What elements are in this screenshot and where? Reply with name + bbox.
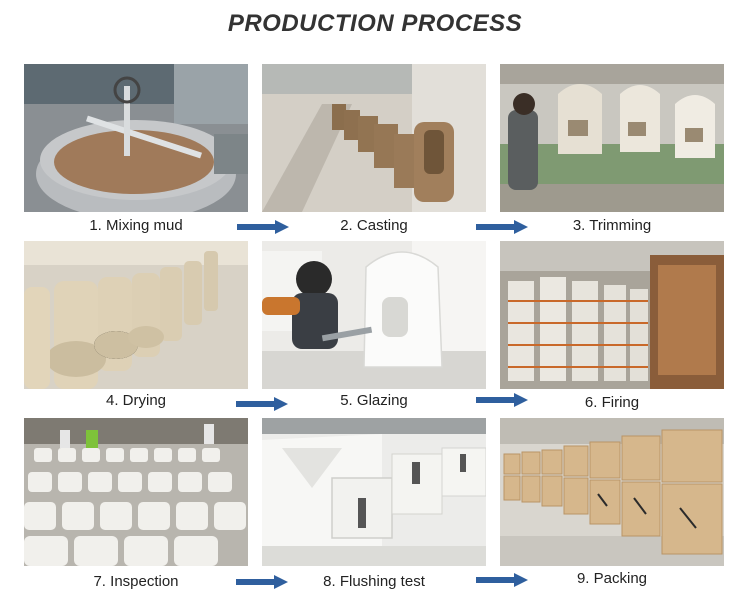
step-label-mixing-mud: 1. Mixing mud xyxy=(89,217,183,234)
step-label-glazing: 5. Glazing xyxy=(340,392,408,409)
photo-drying xyxy=(24,241,248,389)
step-label-flushing-test: 8. Flushing test xyxy=(323,573,425,590)
photo-mixing-mud xyxy=(24,64,248,212)
photo-inspection xyxy=(24,418,248,566)
step-label-trimming: 3. Trimming xyxy=(572,217,652,234)
right-arrow-icon xyxy=(476,220,528,234)
right-arrow-icon xyxy=(236,397,288,411)
photo-trimming xyxy=(500,64,724,212)
step-label-casting: 2. Casting xyxy=(340,217,408,234)
step-label-firing: 6. Firing xyxy=(584,394,640,411)
right-arrow-icon xyxy=(236,575,288,589)
step-label-packing: 9. Packing xyxy=(576,570,648,587)
page-title: PRODUCTION PROCESS xyxy=(227,10,523,37)
step-label-inspection: 7. Inspection xyxy=(93,573,179,590)
photo-packing xyxy=(500,418,724,566)
photo-glazing xyxy=(262,241,486,389)
right-arrow-icon xyxy=(476,393,528,407)
photo-casting xyxy=(262,64,486,212)
photo-firing xyxy=(500,241,724,389)
photo-flushing-test xyxy=(262,418,486,566)
right-arrow-icon xyxy=(237,220,289,234)
step-label-drying: 4. Drying xyxy=(105,392,167,409)
right-arrow-icon xyxy=(476,573,528,587)
